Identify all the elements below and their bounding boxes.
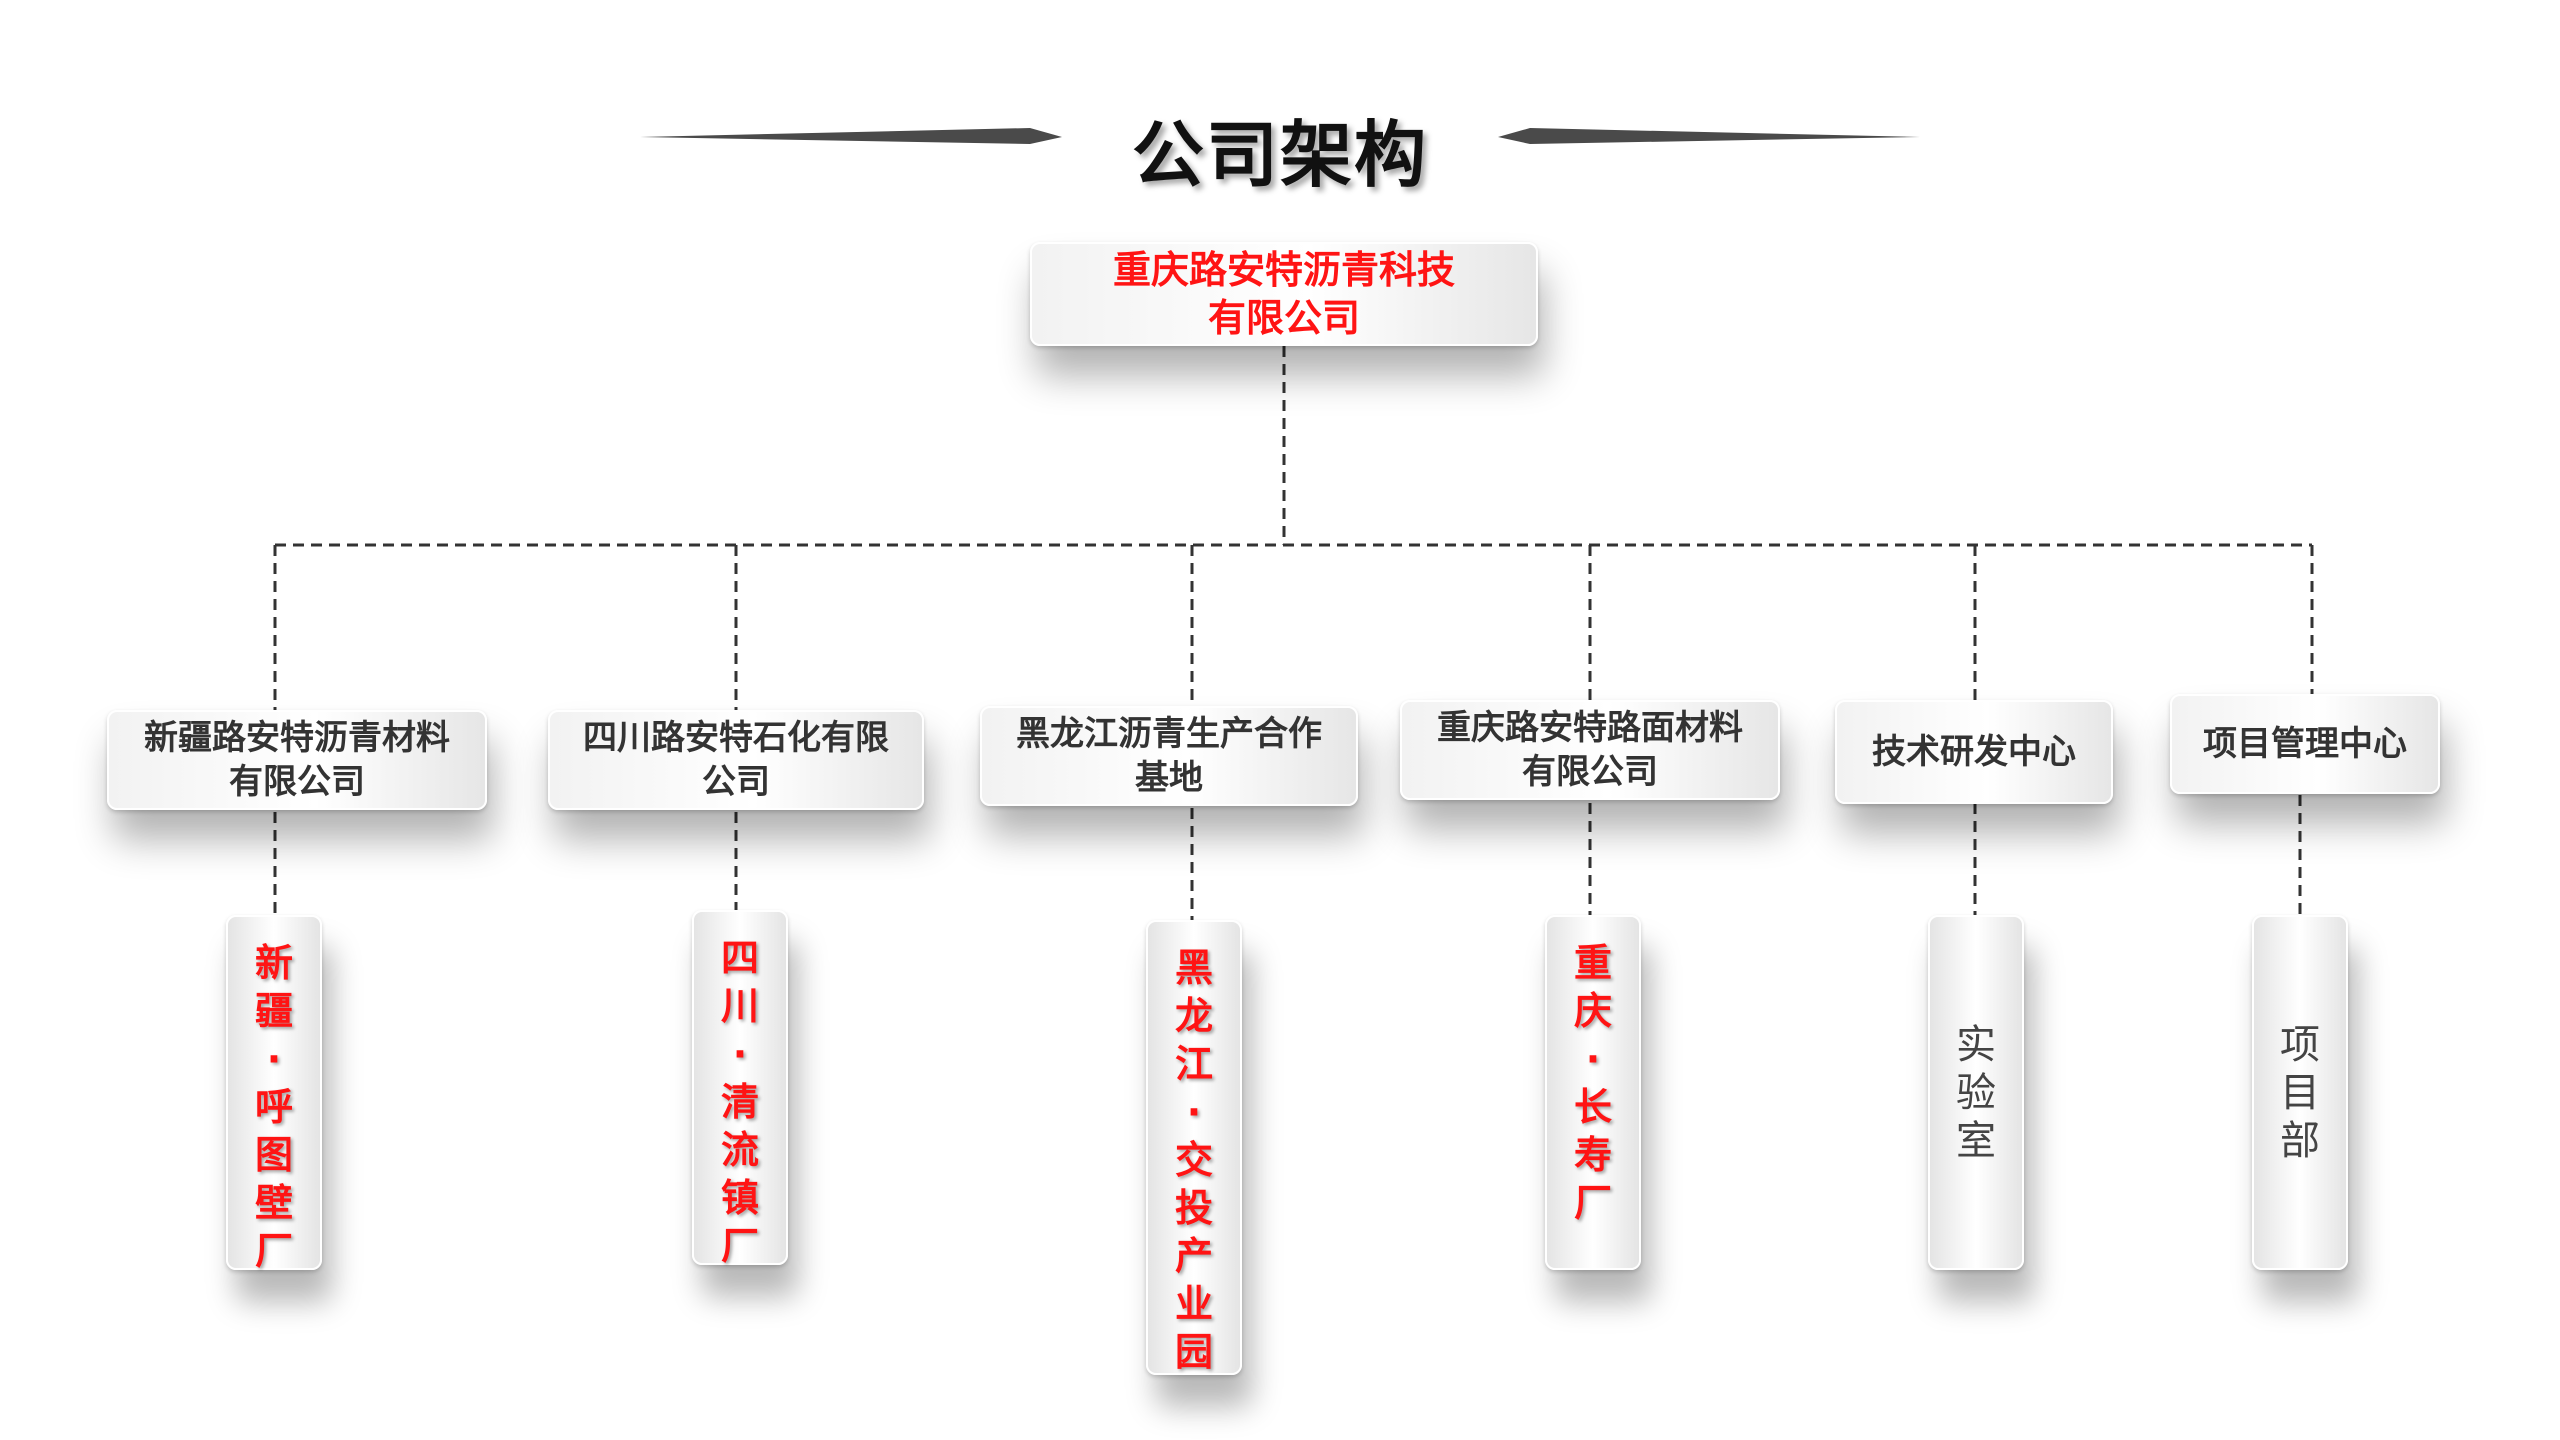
dept-box-2: 四川路安特石化有限 公司 [548,710,924,810]
site-box-2: 四川·清流镇厂 [692,910,788,1268]
site-box-3: 黑龙江·交投产业园 [1146,920,1242,1375]
site-box-4: 重庆·长寿厂 [1545,915,1641,1270]
site-box-5: 实验室 [1928,915,2024,1270]
dept-name: 黑龙江沥青生产合作 基地 [1016,714,1322,798]
title-decor-left [640,128,1062,144]
dept-box-3: 黑龙江沥青生产合作 基地 [980,706,1358,806]
dept-name: 新疆路安特沥青材料 有限公司 [144,718,450,802]
site-box-6: 项目部 [2252,915,2348,1270]
dept-name: 四川路安特石化有限 公司 [583,718,889,802]
site-name: 四川·清流镇厂 [720,936,759,1268]
site-name: 实验室 [1956,1021,1996,1164]
site-name: 重庆·长寿厂 [1573,941,1612,1225]
title-decor-right [1498,128,1920,144]
root-company-box: 重庆路安特沥青科技 有限公司 [1030,242,1538,346]
dept-box-5: 技术研发中心 [1835,700,2113,804]
dept-box-6: 项目管理中心 [2170,694,2440,794]
dept-box-4: 重庆路安特路面材料 有限公司 [1400,700,1780,800]
site-name: 新疆·呼图壁厂 [254,941,293,1273]
site-name: 项目部 [2280,1021,2320,1164]
dept-name: 重庆路安特路面材料 有限公司 [1437,708,1743,792]
dept-name: 技术研发中心 [1872,732,2076,772]
dept-box-1: 新疆路安特沥青材料 有限公司 [107,710,487,810]
site-name: 黑龙江·交投产业园 [1174,946,1213,1374]
page-title: 公司架构 [1131,113,1429,197]
root-company-name: 重庆路安特沥青科技 有限公司 [1112,248,1455,340]
site-box-1: 新疆·呼图壁厂 [226,915,322,1273]
dept-name: 项目管理中心 [2203,724,2407,764]
